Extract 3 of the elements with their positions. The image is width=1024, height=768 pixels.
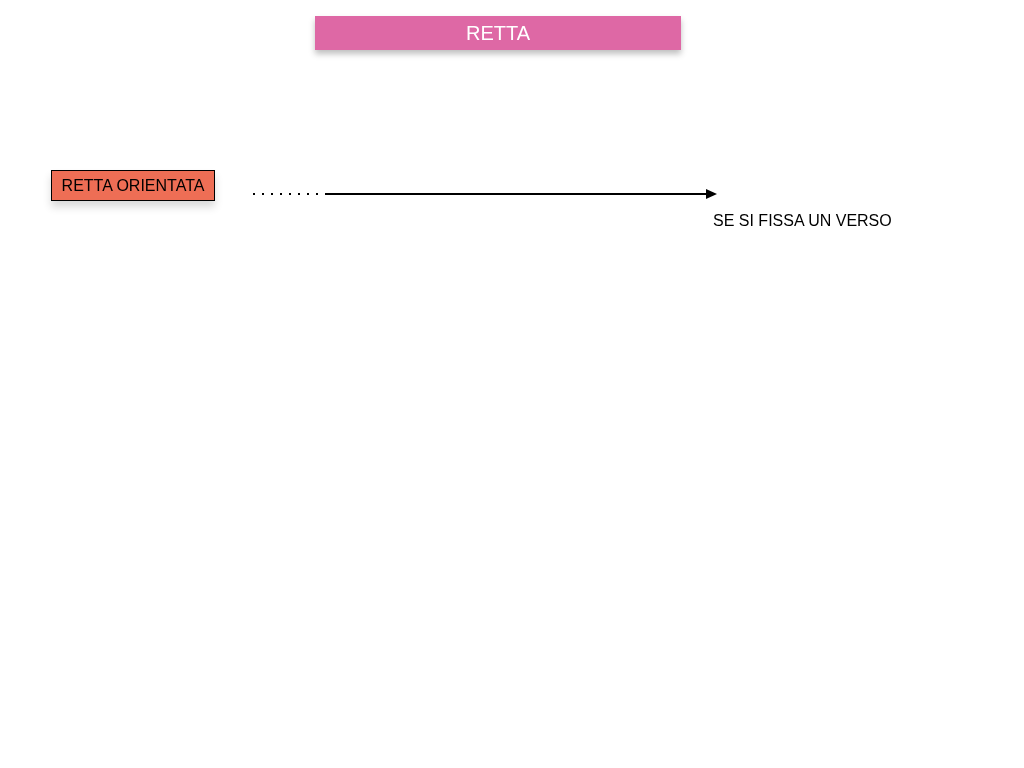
- concept-box: RETTA ORIENTATA: [51, 170, 215, 201]
- title-banner: RETTA: [315, 16, 681, 50]
- note-text: SE SI FISSA UN VERSO: [713, 212, 892, 230]
